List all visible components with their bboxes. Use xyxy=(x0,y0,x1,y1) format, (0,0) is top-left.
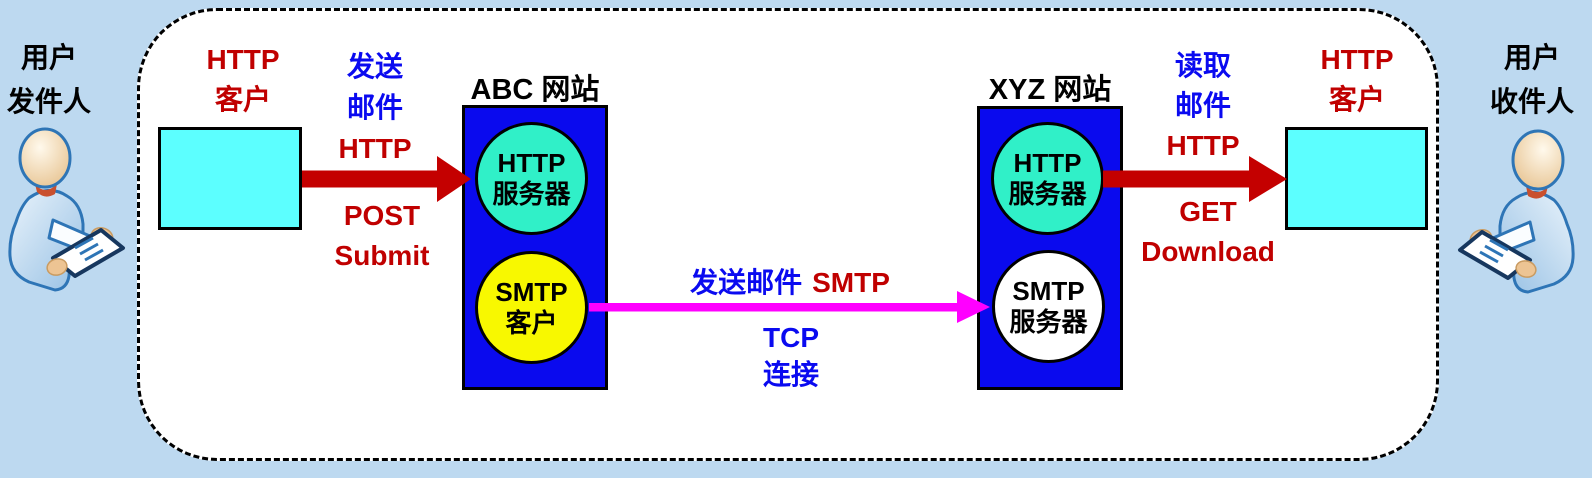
receiver-user-label: 用户 收件人 xyxy=(1472,36,1592,124)
send-arrow-line1: 发送 xyxy=(346,51,403,82)
sender-user-line1: 用户 xyxy=(20,42,77,73)
xyz-http-server-circle: HTTP 服务器 xyxy=(991,122,1104,235)
abc-http-server-circle: HTTP 服务器 xyxy=(475,122,588,235)
read-arrow-line3: HTTP xyxy=(1166,130,1240,161)
xyz-http-server-line2: 服务器 xyxy=(1008,178,1087,209)
abc-smtp-client-line2: 客户 xyxy=(505,307,558,338)
receiver-client-label: HTTP 客户 xyxy=(1307,40,1407,120)
submit-label: Submit xyxy=(334,240,430,271)
xyz-smtp-server-circle: SMTP 服务器 xyxy=(992,250,1105,363)
abc-smtp-client-circle: SMTP 客户 xyxy=(475,251,588,364)
smtp-arrow-label-red: SMTP xyxy=(812,267,890,298)
connection-label: 连接 xyxy=(762,359,819,390)
smtp-arrow-label: 发送邮件 SMTP xyxy=(640,261,940,301)
receiver-person-icon xyxy=(1458,129,1576,294)
receiver-client-box xyxy=(1285,127,1428,230)
abc-site-title: ABC 网站 xyxy=(470,74,600,106)
xyz-smtp-server-line1: SMTP xyxy=(1012,275,1085,306)
download-label: Download xyxy=(1141,236,1275,267)
sender-user-label: 用户 发件人 xyxy=(0,36,98,124)
smtp-arrow-label-blue: 发送邮件 xyxy=(690,267,803,298)
get-label: GET xyxy=(1179,196,1237,227)
read-arrow-line2: 邮件 xyxy=(1174,90,1231,121)
tcp-connection-label: TCP 连接 xyxy=(741,319,841,393)
read-arrow-label: 读取 邮件 HTTP xyxy=(1153,46,1253,166)
abc-http-server-line1: HTTP xyxy=(497,147,566,178)
sender-client-line2: 客户 xyxy=(214,84,271,115)
receiver-user-line1: 用户 xyxy=(1503,42,1560,73)
sender-client-line1: HTTP xyxy=(206,44,280,75)
sender-client-label: HTTP 客户 xyxy=(193,40,293,120)
internet-boundary xyxy=(137,8,1439,461)
sender-person-icon xyxy=(7,127,125,292)
receiver-client-line2: 客户 xyxy=(1328,84,1385,115)
get-download-label: GET Download xyxy=(1133,192,1283,272)
tcp-label: TCP xyxy=(763,322,819,353)
sender-user-line2: 发件人 xyxy=(6,86,91,117)
post-submit-label: POST Submit xyxy=(322,196,442,276)
send-arrow-line3: HTTP xyxy=(338,133,412,164)
receiver-client-line1: HTTP xyxy=(1320,44,1394,75)
receiver-user-line2: 收件人 xyxy=(1489,86,1574,117)
read-arrow-line1: 读取 xyxy=(1174,50,1231,81)
post-label: POST xyxy=(343,200,421,231)
sender-client-box xyxy=(158,127,302,230)
abc-smtp-client-line1: SMTP xyxy=(495,276,568,307)
send-arrow-label: 发送 邮件 HTTP xyxy=(323,46,427,169)
send-arrow-line2: 邮件 xyxy=(346,92,403,123)
xyz-site-title: XYZ 网站 xyxy=(988,74,1112,106)
xyz-smtp-server-line2: 服务器 xyxy=(1009,306,1088,337)
xyz-http-server-line1: HTTP xyxy=(1013,147,1082,178)
abc-http-server-line2: 服务器 xyxy=(492,178,571,209)
